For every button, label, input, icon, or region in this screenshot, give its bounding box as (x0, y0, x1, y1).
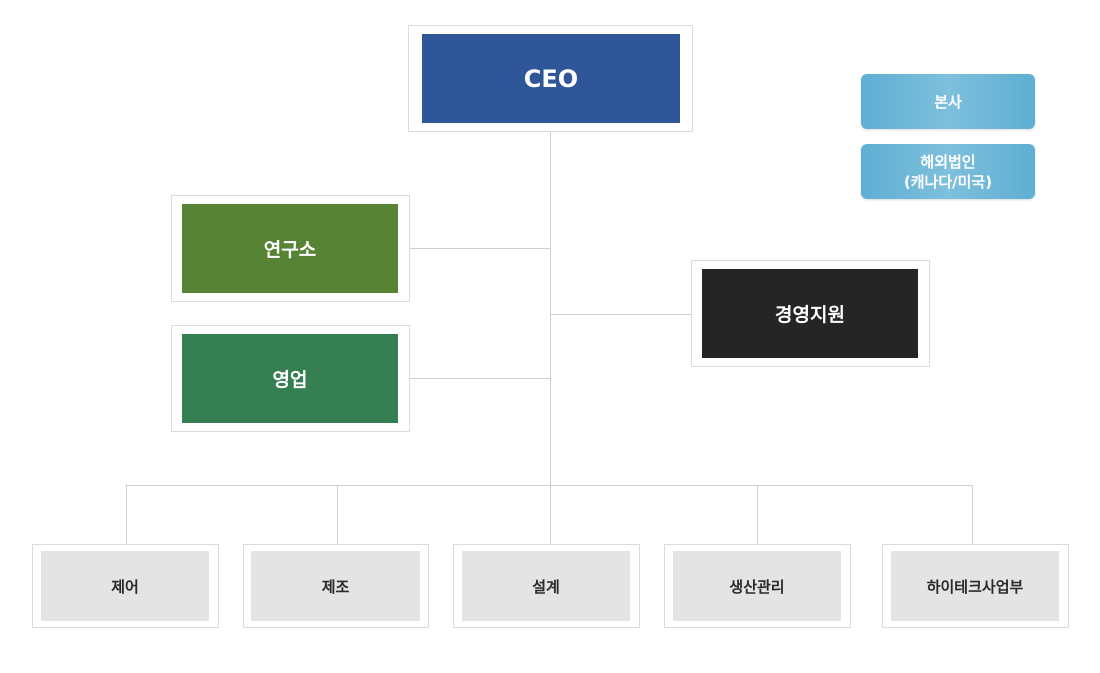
legend-overseas-label-line2: (캐나다/미국) (903, 172, 993, 191)
department-label-hightech: 하이테크사업부 (891, 551, 1059, 621)
department-label-manufacturing: 제조 (251, 551, 420, 621)
department-label-control: 제어 (41, 551, 209, 621)
sales-connector (409, 378, 550, 379)
department-label-design: 설계 (462, 551, 630, 621)
dept-drop-line-4 (757, 485, 758, 545)
dept-drop-line-5 (972, 485, 973, 545)
trunk-line (550, 130, 551, 486)
dept-drop-line-2 (337, 485, 338, 545)
legend-headquarters-label: 본사 (934, 92, 962, 111)
management-connector (550, 314, 692, 315)
department-label-production-management: 생산관리 (673, 551, 841, 621)
legend-overseas: 해외법인 (캐나다/미국) (861, 144, 1035, 199)
dept-drop-line-1 (126, 485, 127, 545)
management-support-label: 경영지원 (702, 269, 918, 358)
legend-overseas-label-line1: 해외법인 (920, 152, 976, 171)
departments-bus-line (126, 485, 973, 486)
ceo-label: CEO (422, 34, 680, 123)
dept-drop-line-3 (550, 485, 551, 545)
legend-headquarters: 본사 (861, 74, 1035, 129)
research-lab-connector (409, 248, 550, 249)
research-lab-label: 연구소 (182, 204, 398, 293)
sales-label: 영업 (182, 334, 398, 423)
